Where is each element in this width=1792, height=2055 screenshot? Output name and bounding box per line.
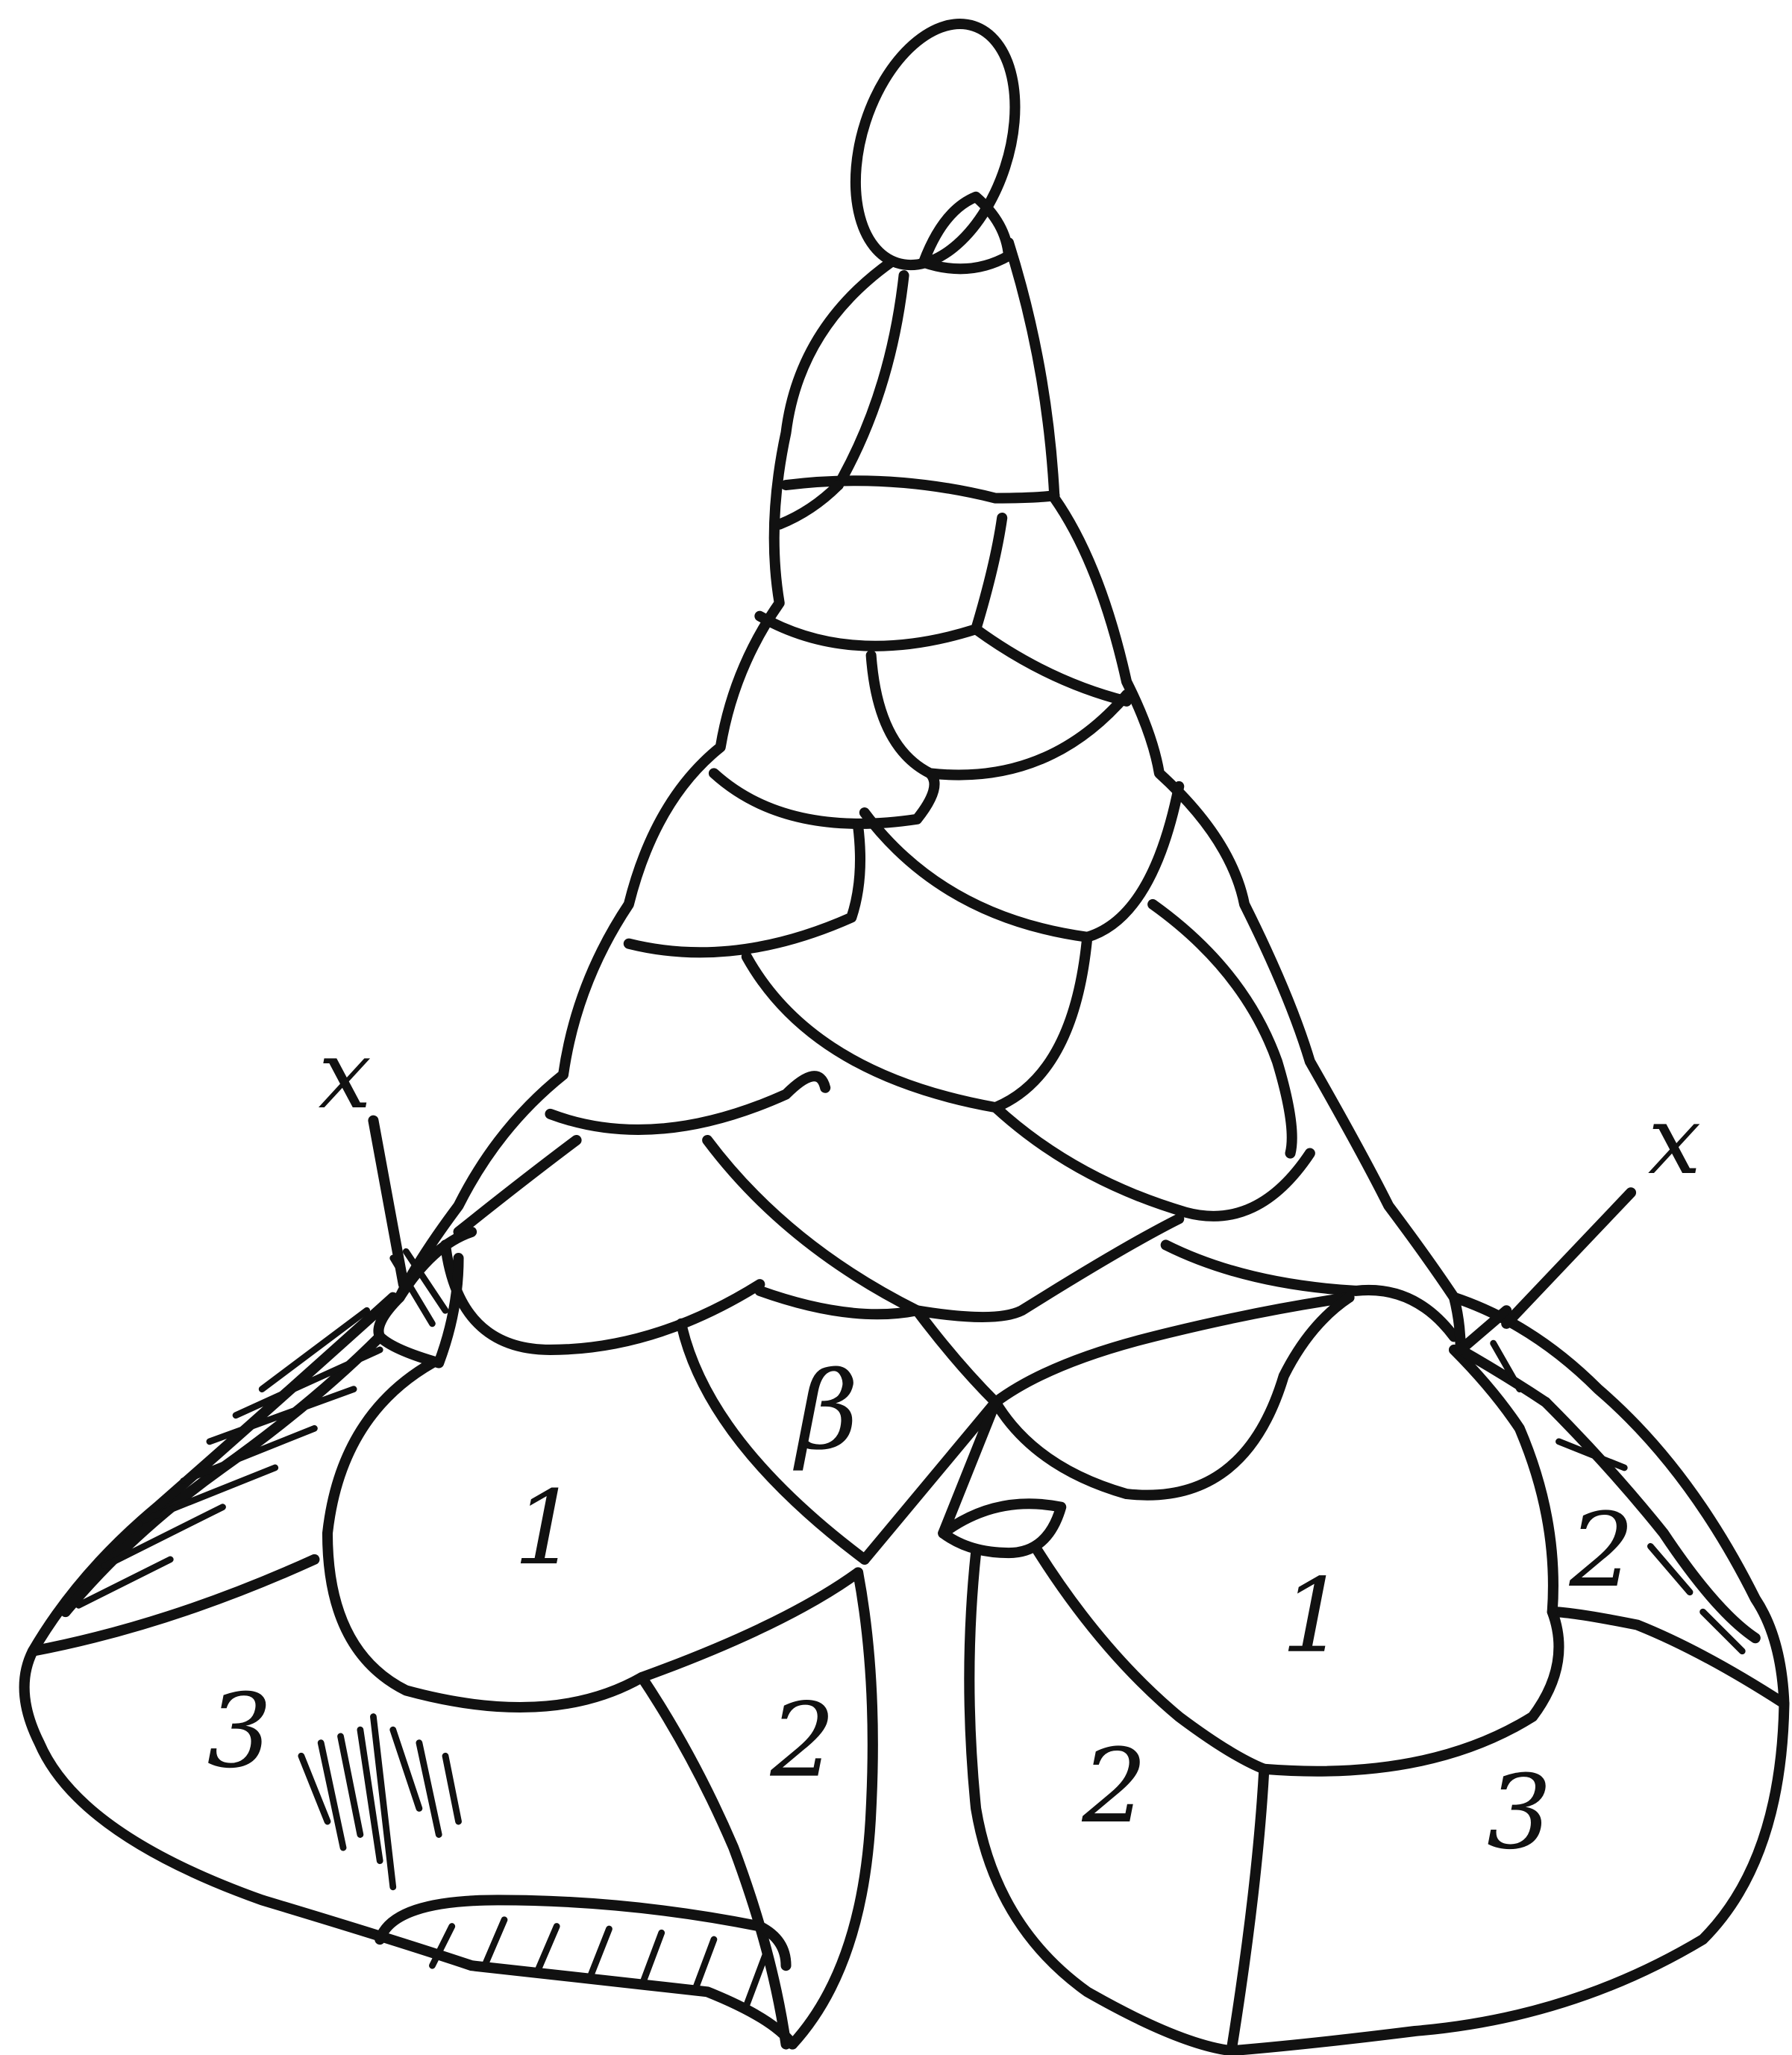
x-right-callout	[1506, 1192, 1631, 1324]
label-x-left: x	[319, 1020, 372, 1130]
label-right-1: 1	[1281, 1557, 1346, 1676]
label-left-2: 2	[769, 1682, 835, 1801]
spire-left-edge	[400, 263, 891, 1298]
label-right-edge-2: 2	[1569, 1492, 1635, 1610]
spire-outline	[25, 4, 1785, 2051]
left-lobe-outline	[25, 1298, 793, 2045]
label-right-3: 3	[1487, 1754, 1552, 1872]
spire-right-edge	[1009, 243, 1454, 1297]
label-left-1: 1	[513, 1469, 578, 1588]
label-x-right: x	[1648, 1086, 1701, 1195]
label-left-3: 3	[207, 1672, 272, 1791]
label-beta: β	[793, 1348, 859, 1474]
x-left-callout	[373, 1121, 403, 1284]
label-right-2: 2	[1081, 1727, 1147, 1846]
right-lobe-outline	[969, 1298, 1784, 2051]
